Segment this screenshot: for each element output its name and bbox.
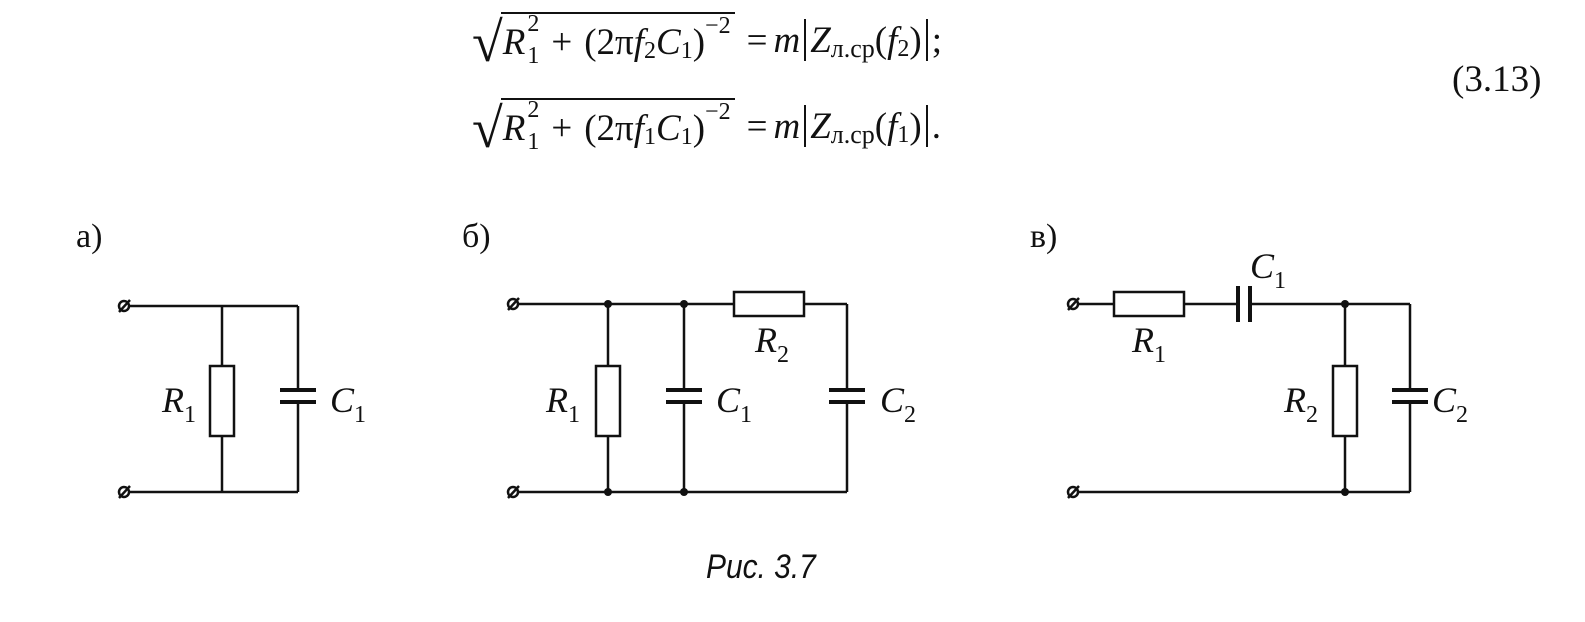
label-r1: R1 <box>161 380 196 428</box>
plus-sign: + <box>551 107 573 149</box>
label-r2: R2 <box>754 320 789 368</box>
label-r1: R1 <box>1131 320 1166 368</box>
abs-bar-right <box>925 105 928 147</box>
resistor-r2 <box>1331 364 1359 438</box>
f-subscript: 2 <box>644 38 657 64</box>
symbol-c: C <box>656 107 681 149</box>
exponent-minus-2: −2 <box>705 99 731 125</box>
z-subscript: л.ср <box>830 120 875 149</box>
resistor-r1 <box>208 364 236 438</box>
abs-bar-left <box>804 19 807 61</box>
c-subscript: 1 <box>680 38 693 64</box>
figure-caption: Рис. 3.7 <box>706 548 816 586</box>
equals-sign: = <box>746 19 768 61</box>
symbol-m: m <box>773 105 801 147</box>
terminal-symbol <box>506 297 520 311</box>
symbol-f: f <box>633 107 645 149</box>
exponent-minus-2: −2 <box>705 13 731 39</box>
abs-bar-right <box>925 19 928 61</box>
junction-dot <box>604 488 612 496</box>
symbol-r: R <box>502 107 526 149</box>
exponent-2: 2 <box>527 11 540 37</box>
arg-subscript: 2 <box>897 35 910 62</box>
arg-f: f <box>887 19 898 61</box>
radical-sign: √ <box>472 12 503 74</box>
arg-open: ( <box>874 105 888 147</box>
equals-sign: = <box>746 105 768 147</box>
arg-f: f <box>887 105 898 147</box>
symbol-f: f <box>633 21 645 63</box>
z-subscript: л.ср <box>830 34 875 63</box>
junction-dot <box>1341 488 1349 496</box>
two-pi: (2π <box>584 21 634 63</box>
junction-dot <box>680 488 688 496</box>
close-paren: ) <box>692 21 706 63</box>
resistor-r2 <box>732 290 806 318</box>
panel-label-b: б) <box>462 218 491 255</box>
panel-label-a: а) <box>76 218 103 255</box>
close-paren: ) <box>692 107 706 149</box>
label-c1: C1 <box>330 380 366 428</box>
f-subscript: 1 <box>644 124 657 150</box>
circuit-v <box>1066 286 1428 499</box>
symbol-r: R <box>502 21 526 63</box>
subscript-1: 1 <box>527 129 540 155</box>
terminal-symbol <box>117 485 131 499</box>
plus-sign: + <box>551 21 573 63</box>
symbol-z: Z <box>810 105 831 147</box>
label-r1: R1 <box>545 380 580 428</box>
exponent-2: 2 <box>527 97 540 123</box>
label-c1: C1 <box>1250 246 1286 294</box>
symbol-z: Z <box>810 19 831 61</box>
two-pi: (2π <box>584 107 634 149</box>
equation-number: (3.13) <box>1452 59 1542 100</box>
junction-dot <box>680 300 688 308</box>
junction-dot <box>1341 300 1349 308</box>
abs-bar-left <box>804 105 807 147</box>
capacitor-c1 <box>666 388 702 404</box>
capacitor-c1 <box>280 388 316 404</box>
label-r2: R2 <box>1283 380 1318 428</box>
terminal-symbol <box>506 485 520 499</box>
period: . <box>931 105 941 147</box>
capacitor-c1 <box>1236 286 1252 322</box>
resistor-r1 <box>1112 290 1186 318</box>
arg-open: ( <box>874 19 888 61</box>
c-subscript: 1 <box>680 124 693 150</box>
capacitor-c2 <box>829 388 865 404</box>
circuit-a <box>117 299 316 499</box>
junction-dot <box>604 300 612 308</box>
subscript-1: 1 <box>527 43 540 69</box>
panel-label-v: в) <box>1030 218 1058 255</box>
label-c1: C1 <box>716 380 752 428</box>
label-c2: C2 <box>1432 380 1468 428</box>
terminal-symbol <box>1066 297 1080 311</box>
capacitor-c2 <box>1392 388 1428 404</box>
arg-close: ) <box>909 19 922 61</box>
terminal-symbol <box>1066 485 1080 499</box>
radical-sign: √ <box>472 98 503 160</box>
label-c2: C2 <box>880 380 916 428</box>
symbol-m: m <box>773 19 801 61</box>
arg-close: ) <box>909 105 922 147</box>
symbol-c: C <box>656 21 681 63</box>
semicolon: ; <box>931 19 942 61</box>
terminal-symbol <box>117 299 131 313</box>
arg-subscript: 1 <box>897 121 910 148</box>
resistor-r1 <box>594 364 622 438</box>
